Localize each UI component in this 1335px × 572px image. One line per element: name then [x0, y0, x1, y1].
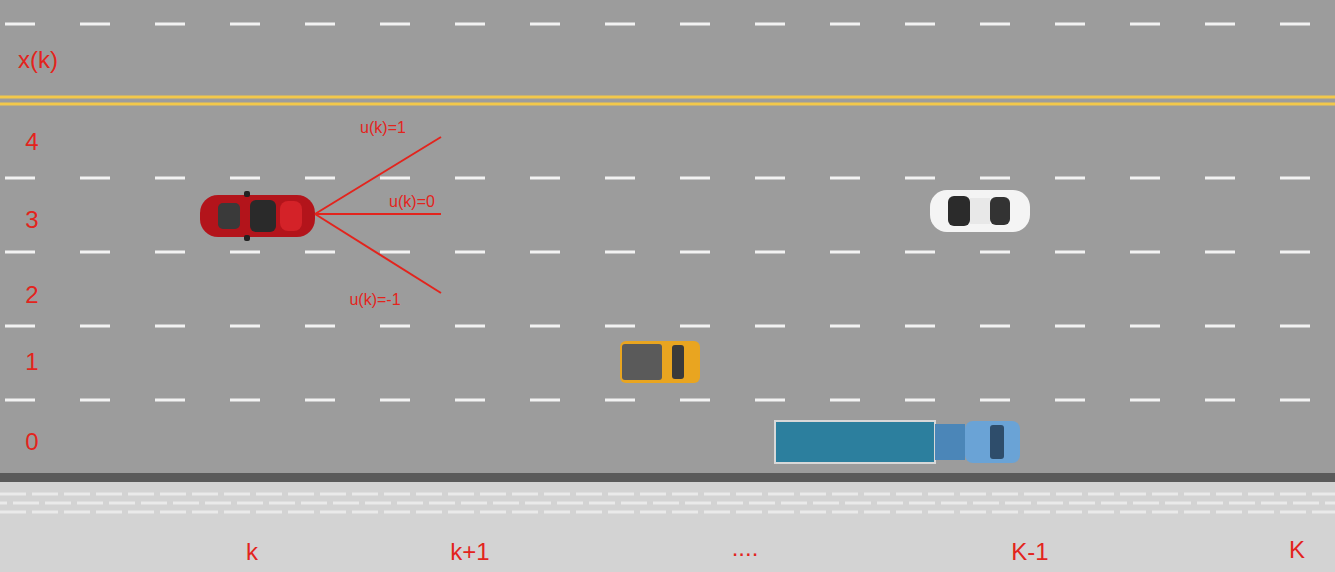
white-car	[930, 190, 1030, 232]
shoulder	[0, 482, 1335, 572]
pickup-truck	[620, 341, 700, 383]
time-step-label: ....	[732, 536, 759, 560]
lane-number: 2	[25, 283, 38, 307]
road-edge	[0, 473, 1335, 482]
lane-marking	[0, 325, 1335, 328]
ego-car	[200, 191, 315, 241]
lane-marking	[0, 23, 1335, 26]
lane-number: 4	[25, 130, 38, 154]
lane-marking	[0, 177, 1335, 180]
lane-number: 0	[25, 430, 38, 454]
control-label: u(k)=1	[360, 120, 406, 136]
shoulder-pattern	[0, 493, 1335, 496]
control-label: u(k)=0	[389, 194, 435, 210]
time-step-label: k	[246, 540, 258, 564]
lane-marking	[0, 399, 1335, 402]
lane-number: 1	[25, 350, 38, 374]
center-line	[0, 103, 1335, 106]
road-surface	[0, 0, 1335, 478]
control-label: u(k)=-1	[349, 292, 400, 308]
time-step-label: k+1	[450, 540, 489, 564]
semi-truck	[775, 421, 1020, 463]
time-step-label: K-1	[1011, 540, 1048, 564]
control-options	[315, 137, 441, 293]
lane-marking	[0, 251, 1335, 254]
time-step-label: K	[1289, 538, 1305, 562]
lane-number: 3	[25, 208, 38, 232]
shoulder-pattern	[0, 502, 1335, 505]
center-line	[0, 96, 1335, 99]
state-axis-label: x(k)	[18, 48, 58, 72]
shoulder-pattern	[0, 511, 1335, 514]
